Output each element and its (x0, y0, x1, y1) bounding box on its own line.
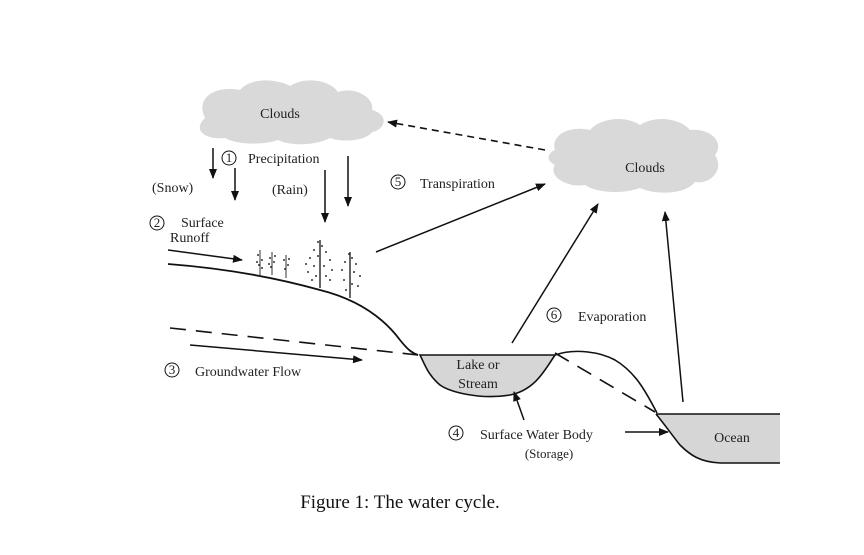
step-5-badge (390, 174, 406, 190)
ocean-outline (655, 413, 780, 464)
trees (256, 240, 361, 298)
land-surface (167, 263, 419, 356)
step-1-badge (221, 150, 237, 166)
transpiration-label: Transpiration (420, 177, 495, 192)
evaporation-label: Evaporation (578, 310, 646, 325)
groundwater-arrow (189, 344, 363, 364)
snow-label: (Snow) (152, 181, 194, 196)
ocean-label: Ocean (714, 431, 750, 446)
step-2-number: 2 (154, 215, 161, 230)
water-table-line (169, 327, 656, 413)
surface-runoff-label-1: Surface (181, 216, 224, 231)
surface-water-body-label: Surface Water Body (480, 428, 593, 443)
tree-small (283, 255, 290, 278)
figure-caption: Figure 1: The water cycle. (300, 492, 500, 513)
precipitation-label: Precipitation (248, 152, 320, 167)
tree-small (256, 250, 263, 275)
step-6-badge (546, 307, 562, 323)
step-2-badge (149, 215, 165, 231)
surface-runoff-label-2: Runoff (170, 231, 210, 246)
step-3-badge (164, 362, 180, 378)
cloud-right (548, 118, 719, 193)
rain-label: (Rain) (272, 183, 308, 198)
storage-arrow-lake (513, 391, 525, 421)
lake-water (418, 354, 557, 398)
lake-label-2: Stream (458, 377, 498, 392)
step-3-number: 3 (169, 362, 176, 377)
tree-large (341, 252, 361, 298)
storage-label: (Storage) (525, 446, 573, 461)
cloud-left-label: Clouds (260, 107, 300, 122)
step-6-number: 6 (551, 307, 558, 322)
transpiration-arrow (375, 183, 546, 253)
cloud-left (199, 80, 384, 145)
step-1-number: 1 (226, 150, 233, 165)
runoff-arrow (167, 249, 243, 263)
evaporation-arrow-ocean (661, 211, 684, 403)
tree-large (305, 240, 333, 288)
tree-small (268, 252, 276, 275)
groundwater-label: Groundwater Flow (195, 365, 302, 380)
cloud-movement-arrow (387, 119, 546, 151)
evaporation-arrow-lake (511, 203, 599, 344)
step-4-number: 4 (453, 425, 460, 440)
hill (554, 350, 658, 414)
lake-label-1: Lake or (456, 358, 499, 373)
step-5-number: 5 (395, 174, 402, 189)
cloud-right-label: Clouds (625, 161, 665, 176)
step-4-badge (448, 425, 464, 441)
